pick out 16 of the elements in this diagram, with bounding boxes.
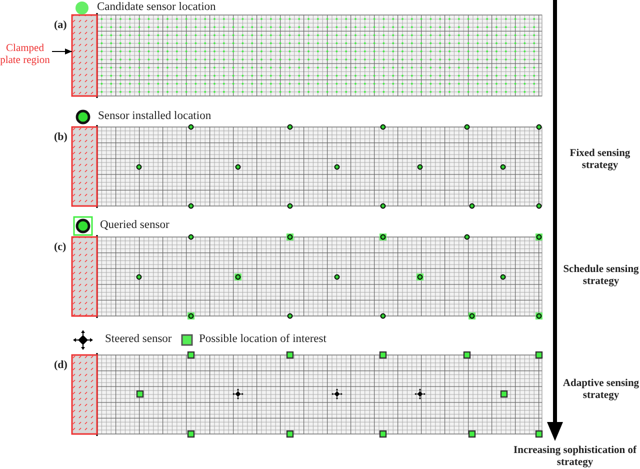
strategy-label: Fixed sensing strategy <box>568 148 632 172</box>
legend-text: Sensor installed location <box>98 110 212 123</box>
panel-label: (c) <box>54 241 66 254</box>
legend-text: Steered sensor <box>105 333 172 346</box>
strategy-label: Increasing sophistication of strategy <box>512 445 638 468</box>
panel-label: (a) <box>54 19 67 32</box>
clamped-region <box>71 14 98 97</box>
leader-arrow <box>52 48 72 55</box>
strategy-label: Adaptive sensing strategy <box>562 378 640 402</box>
region-label: Clamped plate region <box>0 43 50 66</box>
panel-label: (b) <box>54 131 68 144</box>
legend-text: Queried sensor <box>100 219 170 232</box>
panel-label: (d) <box>54 359 68 372</box>
strategy-label: Schedule sensing strategy <box>562 264 640 288</box>
legend-text: Possible location of interest <box>199 333 326 346</box>
legend-text: Candidate sensor location <box>97 1 216 14</box>
